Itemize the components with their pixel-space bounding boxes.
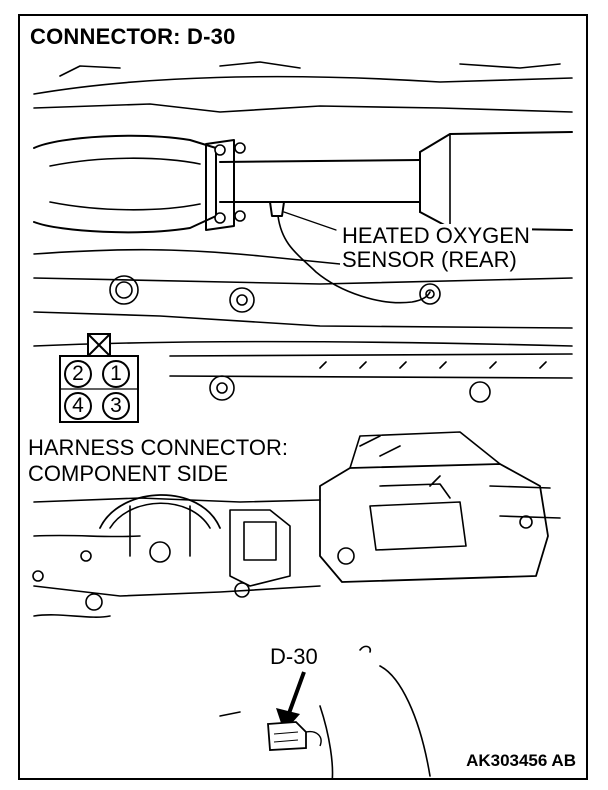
floor-edge [379,665,431,777]
upper-body-outline [33,75,573,95]
component-label-line2: SENSOR (REAR) [340,247,519,272]
exhaust-pipe [219,159,421,203]
component-box [319,463,549,583]
figure-code: AK303456 AB [464,751,578,770]
pipe-flange [205,139,235,231]
connector-pin: 2 [64,360,92,388]
connector-d30-body [267,721,307,751]
component-label-line1: HEATED OXYGEN [340,223,532,248]
wheel-arch [99,494,221,529]
connector-view-label-line1: HARNESS CONNECTOR: [26,435,290,460]
connector-pin: 4 [64,392,92,420]
oxygen-sensor [269,201,285,217]
sensor-wire [277,215,431,304]
connector-pin: 3 [102,392,130,420]
connector-view-label-line2: COMPONENT SIDE [26,461,231,486]
diagram-title: CONNECTOR: D-30 [30,24,236,49]
connector-callout-arrow [267,671,322,751]
connector-pin: 1 [102,360,130,388]
connector-callout-label: D-30 [270,644,318,669]
diagram-frame: 2 1 4 3 CONNECTOR: D-30 HEATED OXYGEN SE… [18,14,588,780]
catalytic-converter [33,134,217,234]
